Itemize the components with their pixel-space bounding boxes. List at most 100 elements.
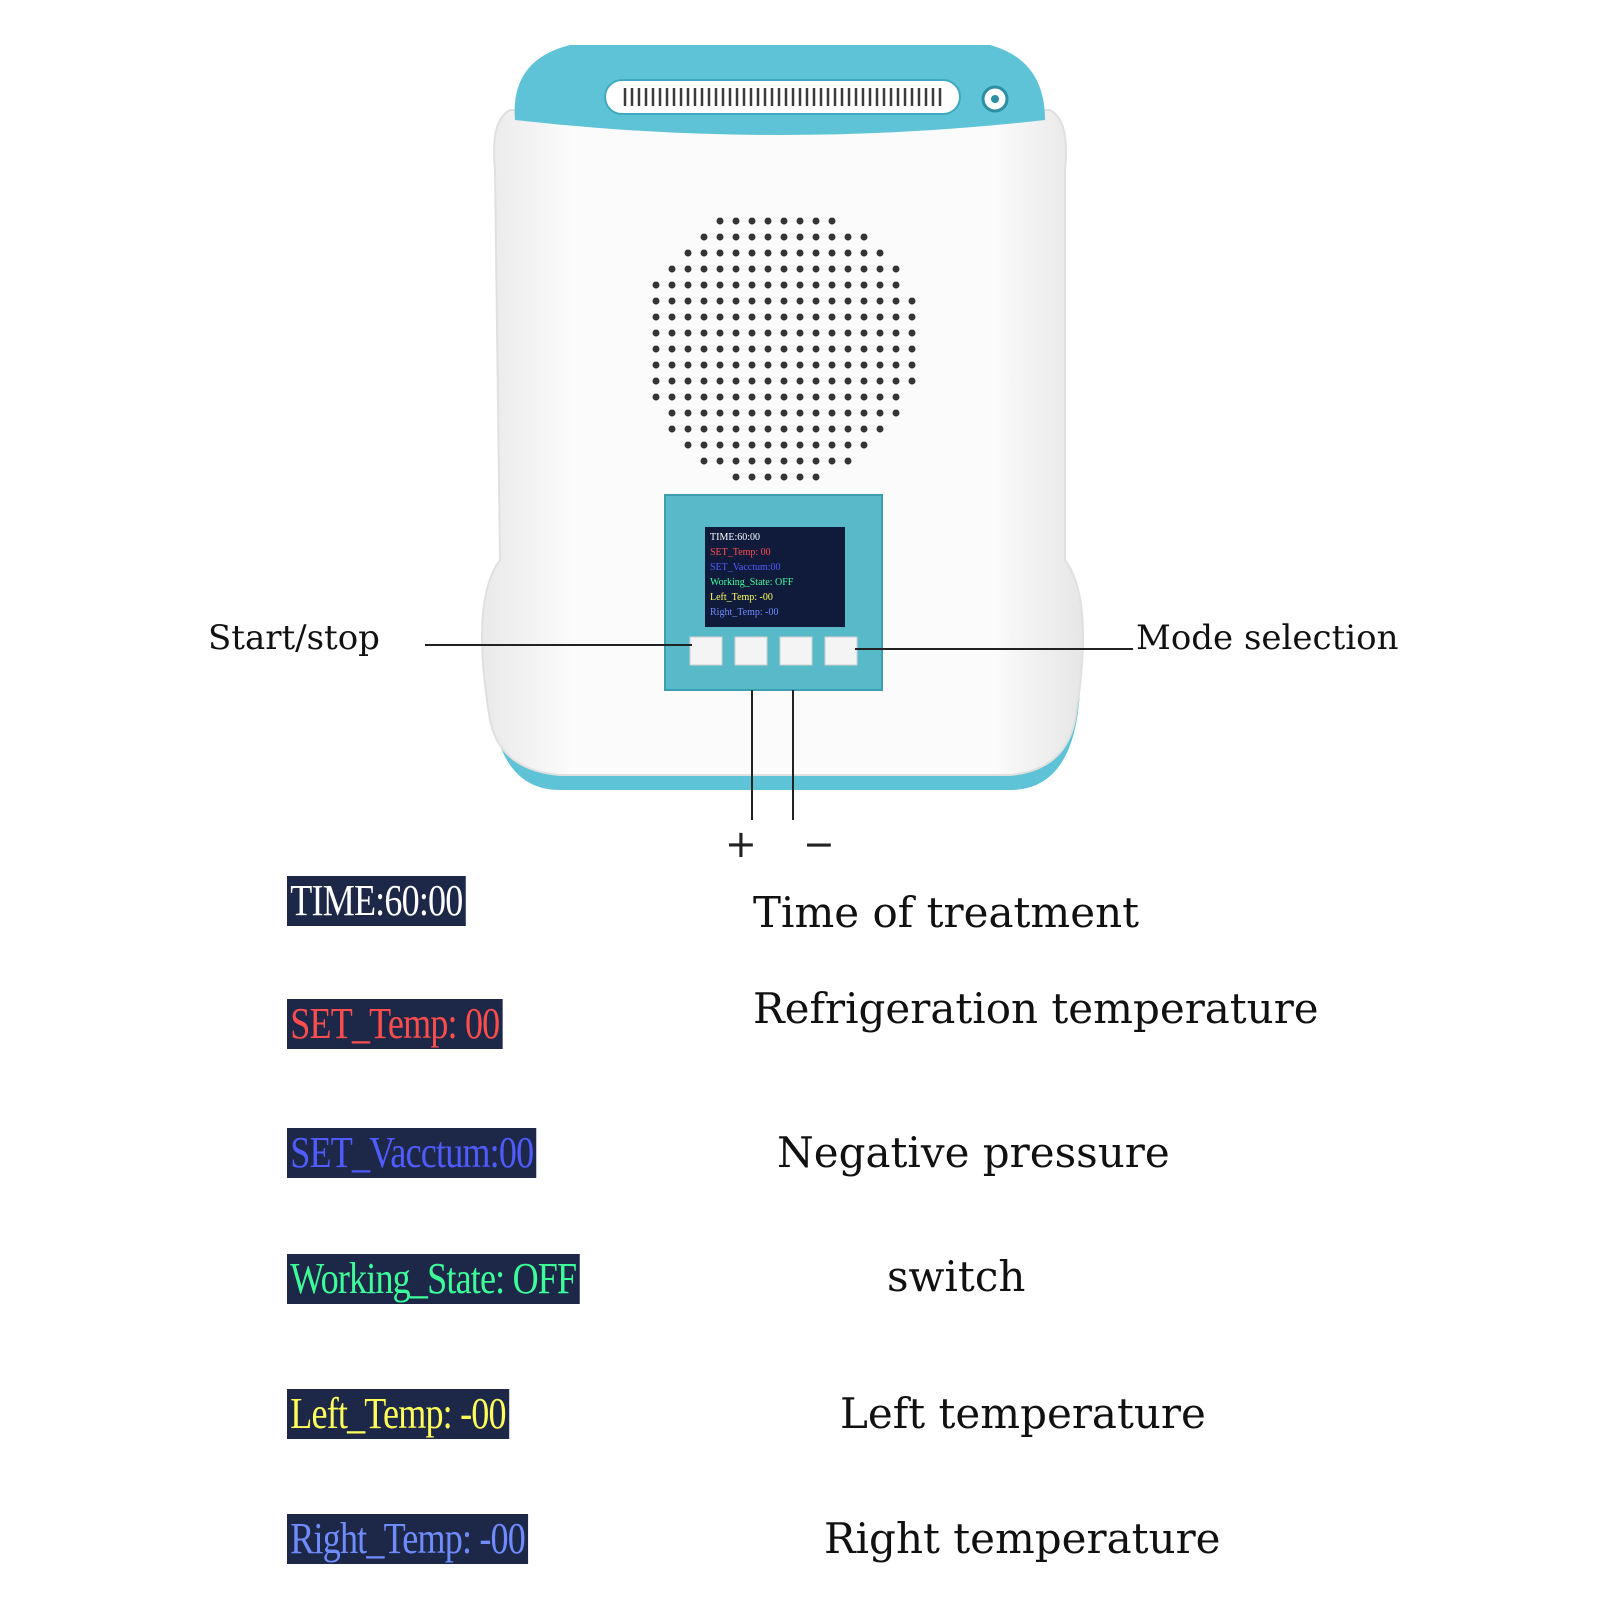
grille-hole xyxy=(828,233,836,241)
grille-hole xyxy=(892,409,900,417)
grille-hole xyxy=(748,217,756,225)
grille-hole xyxy=(700,457,708,465)
grille-hole xyxy=(732,281,740,289)
lcd-row: SET_Temp: 00 xyxy=(710,547,771,558)
grille-hole xyxy=(780,377,788,385)
grille-hole xyxy=(700,425,708,433)
grille-hole xyxy=(764,233,772,241)
grille-hole xyxy=(764,409,772,417)
grille-hole xyxy=(716,233,724,241)
grille-hole xyxy=(716,217,724,225)
grille-hole xyxy=(652,297,660,305)
minus-button[interactable] xyxy=(779,636,813,666)
grille-hole xyxy=(876,313,884,321)
grille-hole xyxy=(764,217,772,225)
grille-hole xyxy=(668,377,676,385)
grille-hole xyxy=(668,265,676,273)
grille-hole xyxy=(652,281,660,289)
grille-hole xyxy=(796,425,804,433)
grille-hole xyxy=(668,329,676,337)
grille-hole xyxy=(716,393,724,401)
grille-hole xyxy=(732,409,740,417)
grille-hole xyxy=(732,345,740,353)
grille-hole xyxy=(700,441,708,449)
grille-hole xyxy=(876,425,884,433)
grille-hole xyxy=(844,441,852,449)
grille-hole xyxy=(700,249,708,257)
grille-hole xyxy=(860,297,868,305)
grille-hole xyxy=(876,297,884,305)
grille-hole xyxy=(684,425,692,433)
grille-hole xyxy=(828,265,836,273)
grille-hole xyxy=(748,441,756,449)
grille-hole xyxy=(764,297,772,305)
lcd-screen xyxy=(705,527,845,627)
grille-hole xyxy=(892,281,900,289)
grille-hole xyxy=(700,393,708,401)
grille-hole xyxy=(700,409,708,417)
grille-hole xyxy=(796,297,804,305)
grille-hole xyxy=(716,329,724,337)
grille-hole xyxy=(860,409,868,417)
grille-hole xyxy=(780,393,788,401)
grille-hole xyxy=(876,345,884,353)
legend-desc-set-temp: Refrigeration temperature xyxy=(753,984,1319,1033)
grille-hole xyxy=(892,265,900,273)
grille-hole xyxy=(876,361,884,369)
speaker-grille xyxy=(652,217,916,481)
grille-hole xyxy=(764,425,772,433)
start-stop-button[interactable] xyxy=(689,636,723,666)
grille-hole xyxy=(844,393,852,401)
legend-desc-working-state: switch xyxy=(887,1252,1026,1301)
grille-hole xyxy=(652,361,660,369)
grille-hole xyxy=(828,329,836,337)
grille-hole xyxy=(892,313,900,321)
grille-hole xyxy=(828,361,836,369)
grille-hole xyxy=(828,249,836,257)
grille-hole xyxy=(828,409,836,417)
grille-hole xyxy=(668,345,676,353)
grille-hole xyxy=(700,297,708,305)
grille-hole xyxy=(876,329,884,337)
grille-hole xyxy=(716,281,724,289)
grille-hole xyxy=(876,281,884,289)
grille-hole xyxy=(684,297,692,305)
grille-hole xyxy=(668,409,676,417)
grille-hole xyxy=(700,361,708,369)
grille-hole xyxy=(716,313,724,321)
grille-hole xyxy=(668,393,676,401)
grille-hole xyxy=(700,233,708,241)
grille-hole xyxy=(908,377,916,385)
grille-hole xyxy=(812,473,820,481)
minus-callout: − xyxy=(803,822,835,866)
grille-hole xyxy=(828,457,836,465)
grille-hole xyxy=(700,265,708,273)
legend-desc-time: Time of treatment xyxy=(753,888,1139,937)
grille-hole xyxy=(892,329,900,337)
grille-hole xyxy=(812,409,820,417)
grille-hole xyxy=(860,393,868,401)
grille-hole xyxy=(684,377,692,385)
grille-hole xyxy=(684,265,692,273)
legend-display-vacuum: SET_Vacctum:00 xyxy=(287,1128,537,1178)
grille-hole xyxy=(796,441,804,449)
grille-hole xyxy=(828,217,836,225)
grille-hole xyxy=(812,249,820,257)
grille-hole xyxy=(892,345,900,353)
grille-hole xyxy=(668,361,676,369)
plus-button[interactable] xyxy=(734,636,768,666)
top-vent xyxy=(604,79,961,115)
mode-button[interactable] xyxy=(824,636,858,666)
grille-hole xyxy=(716,249,724,257)
grille-hole xyxy=(748,297,756,305)
grille-hole xyxy=(732,313,740,321)
grille-hole xyxy=(908,297,916,305)
mode-selection-callout: Mode selection xyxy=(1136,618,1399,658)
grille-hole xyxy=(764,265,772,273)
grille-hole xyxy=(748,313,756,321)
grille-hole xyxy=(860,329,868,337)
grille-hole xyxy=(732,377,740,385)
grille-hole xyxy=(748,473,756,481)
grille-hole xyxy=(732,265,740,273)
grille-hole xyxy=(748,281,756,289)
